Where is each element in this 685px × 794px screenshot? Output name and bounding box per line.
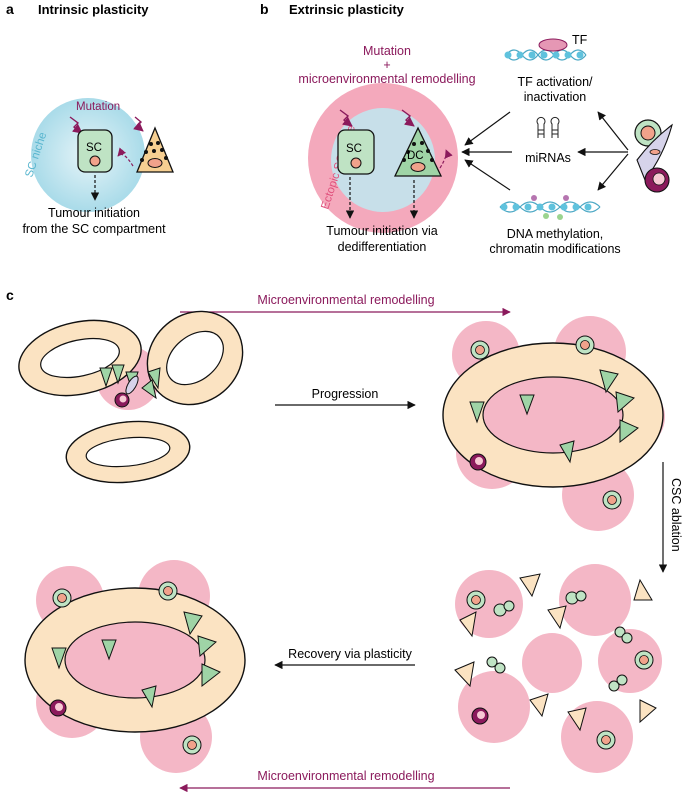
remaining-cells-q3: [454, 573, 657, 732]
sc-label-a: SC: [86, 142, 102, 154]
outcome-a-line2: from the SC compartment: [22, 222, 166, 236]
nucleus-icon: [89, 155, 101, 167]
dc-granules-a: [140, 141, 168, 162]
panel-c-letter: c: [6, 287, 14, 303]
outcome-a-line1: Tumour initiation: [48, 206, 140, 220]
gland-right-lumen: [166, 330, 224, 386]
panel-b-letter: b: [260, 1, 269, 17]
outcome-b-line2: dedifferentiation: [338, 240, 427, 254]
bottom-remodelling-label: Microenvironmental remodelling: [257, 769, 434, 783]
panel-a-title: Intrinsic plasticity: [38, 2, 149, 17]
mutation-line1-b: Mutation: [363, 44, 411, 58]
stem-cell-b: [337, 129, 375, 175]
fibroblast-icon: [125, 375, 139, 395]
dc-granules-b: [402, 141, 434, 162]
csc-ablation-label: CSC ablation: [669, 478, 683, 552]
panel-b: b Extrinsic plasticity Mutation + microe…: [260, 1, 673, 256]
tumour-core-q2: [482, 376, 624, 454]
regenerated-csc-q4: [51, 611, 221, 709]
niche-blobs-q3: [455, 564, 662, 773]
mirna-hairpin-icon: [536, 116, 560, 138]
dna-methylation-icon: [499, 195, 601, 220]
dna-text-line1: DNA methylation,: [507, 227, 604, 241]
mutation-bolt-a2: [133, 116, 144, 132]
immune-cells-q3: [466, 590, 654, 750]
arrow-dna-to-niche: [464, 159, 511, 191]
dna-strand-tf-icon: [504, 49, 587, 61]
csc-cells-q2: [469, 369, 639, 464]
arrow-tf-to-niche: [464, 111, 511, 146]
normal-tissue-quadrant: [18, 310, 244, 484]
top-remodelling-label: Microenvironmental remodelling: [257, 293, 434, 307]
progressed-tumour-quadrant: [442, 316, 665, 531]
tumour-core-q4: [64, 621, 206, 699]
tf-protein-icon: [538, 38, 568, 52]
sc-label-b: SC: [346, 143, 362, 155]
dedifferentiation-arrow-b: [439, 149, 453, 169]
dc-label-b: DC: [407, 150, 424, 162]
immune-nucleus-icon: [119, 395, 127, 403]
dc-nucleus-b: [410, 162, 426, 172]
arrow-env-to-dna: [597, 153, 629, 191]
dedifferentiation-arrow-a: [117, 147, 134, 167]
tf-text-line1: TF activation/: [517, 75, 593, 89]
panel-a: a Intrinsic plasticity SC niche Mutation…: [6, 1, 174, 236]
progression-label: Progression: [312, 387, 379, 401]
immune-cells-q4: [49, 581, 202, 755]
csc-ablation-quadrant: [454, 564, 662, 773]
mutation-bolt-a1: [69, 116, 83, 134]
tf-label: TF: [572, 33, 588, 47]
mutation-bolt-b1: [339, 109, 353, 127]
arrow-env-to-tf: [597, 111, 629, 151]
panel-b-title: Extrinsic plasticity: [289, 2, 405, 17]
recovery-quadrant: [24, 560, 246, 773]
mutation-line2-b: +: [383, 58, 390, 72]
recovery-label: Recovery via plasticity: [288, 647, 412, 661]
mutation-bolt-b2: [401, 109, 415, 127]
microenvironment-cells-icon: [634, 119, 673, 193]
mutation-line3-b: microenvironmental remodelling: [298, 72, 475, 86]
dc-nucleus-a: [147, 158, 163, 168]
outcome-b-line1: Tumour initiation via: [326, 224, 437, 238]
stem-nucleus-b: [350, 157, 362, 169]
stem-cell-a: [77, 129, 113, 173]
panel-a-letter: a: [6, 1, 14, 17]
tf-text-line2: inactivation: [524, 90, 587, 104]
immune-cells-q2: [469, 335, 622, 510]
gland-bottom-lumen: [85, 436, 171, 468]
mirna-label: miRNAs: [525, 151, 571, 165]
mutation-label-a: Mutation: [76, 101, 120, 113]
ablated-csc-icon: [486, 590, 633, 692]
dna-text-line2: chromatin modifications: [489, 242, 620, 256]
panel-c: c Microenvironmental remodelling Progres…: [6, 287, 683, 793]
